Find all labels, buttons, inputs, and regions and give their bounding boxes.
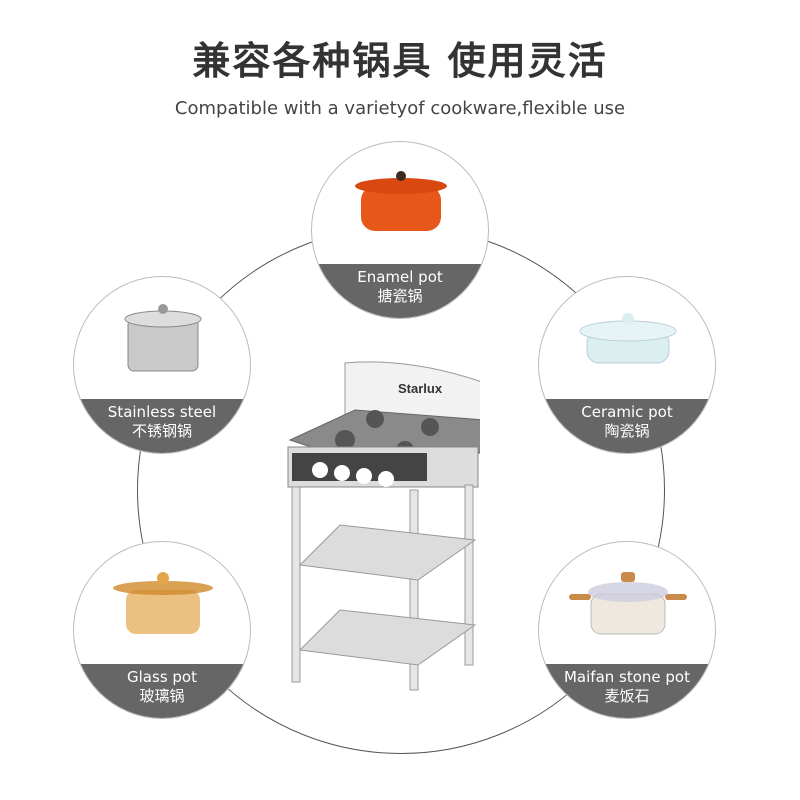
cookware-name-en: Maifan stone pot [563, 668, 690, 686]
page-subtitle: Compatible with a varietyof cookware,fle… [174, 98, 626, 119]
cookware-name-en: Enamel pot [357, 268, 443, 286]
cookware-name-zh: 陶瓷锅 [604, 422, 650, 440]
cookware-name-zh: 搪瓷锅 [377, 287, 423, 305]
cookware-name-zh: 麦饭石 [604, 687, 650, 705]
cookware-name-en: Stainless steel [107, 403, 217, 421]
ceramic-pot-image [579, 313, 677, 364]
cookware-name-en: Ceramic pot [581, 403, 673, 421]
glass-pot-image [113, 572, 213, 634]
stainless-pot-image [124, 304, 202, 372]
cookware-name-zh: 不锈钢锅 [131, 422, 192, 440]
maifan-pot-image [569, 572, 687, 635]
enamel-pot-image [355, 171, 447, 231]
gas-stove-image: Starlux [287, 361, 480, 691]
cookware-name-zh: 玻璃锅 [139, 687, 185, 705]
brand-logo: Starlux [398, 381, 443, 396]
cookware-name-en: Glass pot [127, 668, 197, 686]
page-title: 兼容各种锅具 使用灵活 [192, 39, 608, 83]
